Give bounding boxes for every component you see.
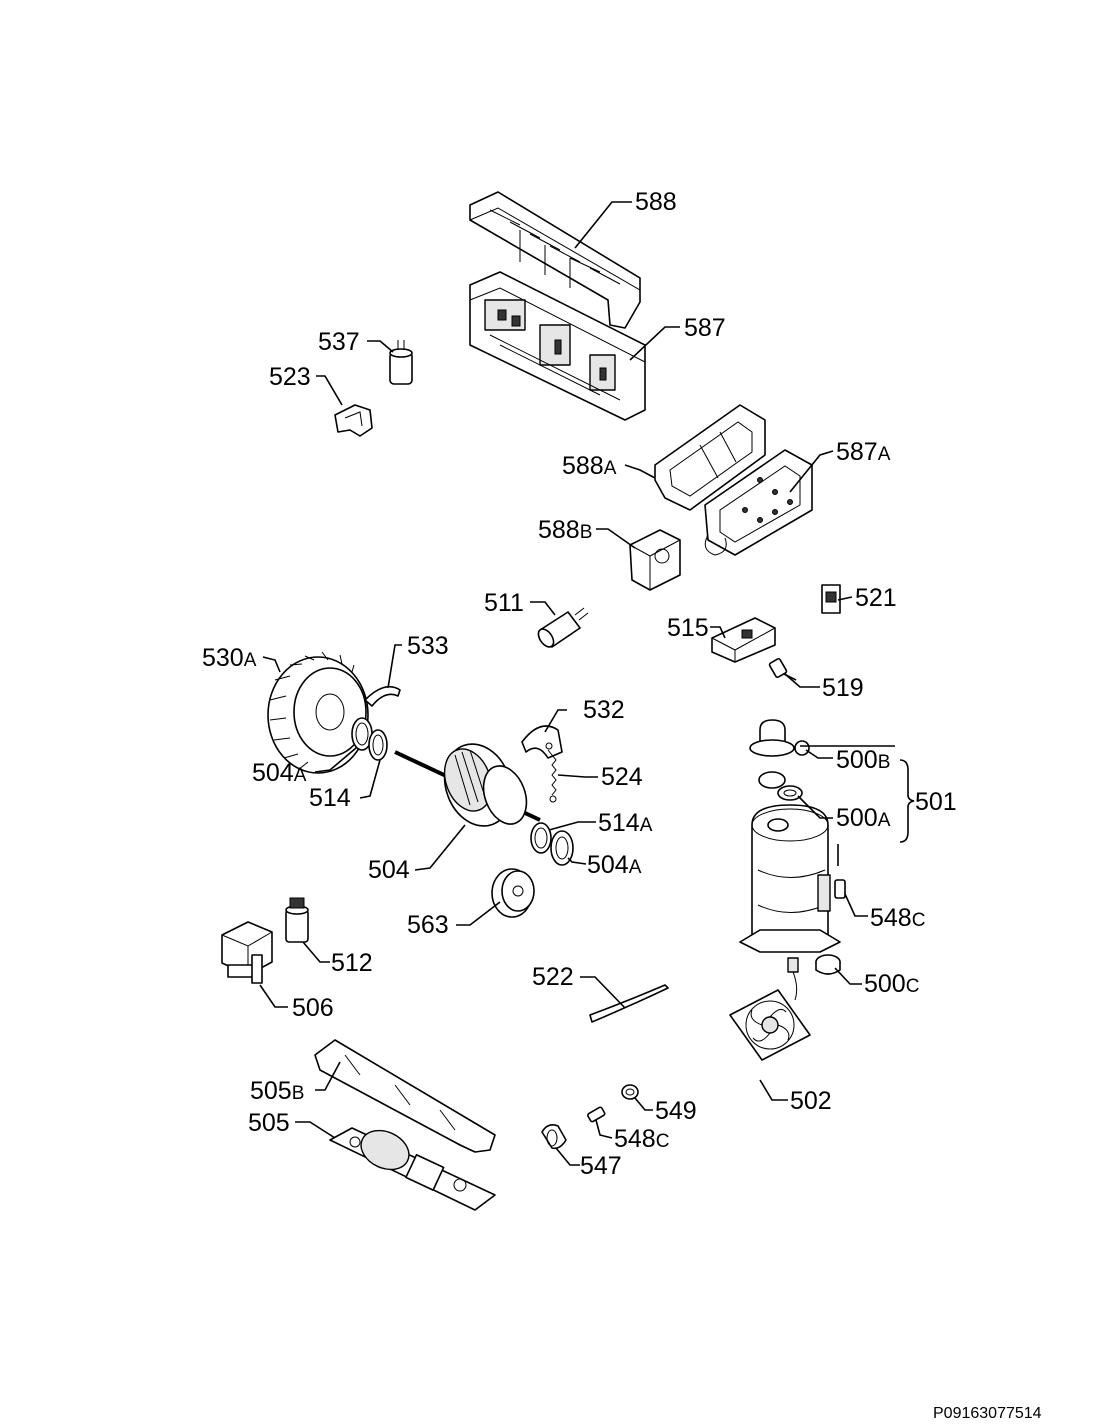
label-504A-right: 504A (587, 851, 642, 879)
label-548C-b: 548C (614, 1125, 669, 1153)
part-548C-b (587, 1106, 606, 1123)
part-514-ring (368, 729, 388, 761)
label-519: 519 (822, 674, 864, 702)
label-511: 511 (484, 589, 524, 617)
part-labels: 588 587 537 523 588A 587A 588B 511 521 5… (202, 188, 957, 1180)
label-522: 522 (532, 963, 574, 991)
part-548C-a (834, 879, 846, 899)
part-514A-ring (530, 822, 552, 854)
label-547: 547 (580, 1152, 622, 1180)
label-512: 512 (331, 949, 373, 977)
label-500A: 500A (836, 804, 891, 832)
part-505B-cover (314, 1039, 496, 1153)
part-523 (334, 404, 373, 437)
part-530A-fan-wheel (267, 651, 369, 774)
label-588: 588 (635, 188, 677, 216)
part-500A (758, 771, 803, 801)
part-524-spring (545, 742, 557, 803)
leader-lines (259, 201, 915, 1166)
part-533 (364, 685, 401, 707)
part-563-pulley (491, 868, 535, 918)
label-549: 549 (655, 1097, 697, 1125)
label-502: 502 (790, 1087, 832, 1115)
label-588A: 588A (562, 452, 617, 480)
label-532: 532 (583, 696, 625, 724)
label-530A: 530A (202, 644, 257, 672)
label-515: 515 (667, 614, 709, 642)
label-587: 587 (684, 314, 726, 342)
part-587A-board (704, 449, 813, 556)
label-506: 506 (292, 994, 334, 1022)
label-500C: 500C (864, 970, 919, 998)
label-588B: 588B (538, 516, 592, 544)
part-502-fan (729, 957, 811, 1061)
part-519 (768, 658, 797, 681)
part-501-compressor (739, 804, 841, 953)
part-587-module (469, 271, 646, 421)
part-547 (541, 1124, 567, 1150)
label-533: 533 (407, 632, 449, 660)
label-514A: 514A (598, 809, 653, 837)
label-505: 505 (248, 1109, 290, 1137)
label-548C-a: 548C (870, 904, 925, 932)
part-500C (815, 954, 841, 975)
part-588A-frame (654, 404, 766, 511)
document-id: P09163077514 (933, 1405, 1042, 1422)
part-515 (711, 617, 776, 663)
label-587A: 587A (836, 438, 891, 466)
part-521 (821, 584, 841, 614)
part-537 (389, 340, 413, 385)
label-505B: 505B (250, 1077, 304, 1105)
label-514: 514 (309, 784, 351, 812)
label-523: 523 (269, 363, 311, 391)
part-532 (521, 725, 563, 759)
part-522-strip (589, 984, 669, 1023)
label-521: 521 (855, 584, 897, 612)
part-500B (749, 719, 810, 757)
part-512 (285, 897, 309, 943)
label-504: 504 (368, 856, 410, 884)
part-588-cover (469, 191, 641, 329)
label-500B: 500B (836, 746, 890, 774)
label-563: 563 (407, 911, 449, 939)
label-537: 537 (318, 328, 360, 356)
label-504A-left: 504A (252, 759, 307, 787)
label-524: 524 (601, 763, 643, 791)
part-588B (629, 529, 681, 591)
part-511 (537, 607, 589, 648)
label-501: 501 (915, 788, 957, 816)
part-506-pump (221, 921, 273, 984)
part-505-base (329, 1127, 496, 1211)
part-504-motor (394, 743, 541, 827)
part-504A-ring-right (550, 830, 574, 866)
part-549 (621, 1084, 639, 1100)
